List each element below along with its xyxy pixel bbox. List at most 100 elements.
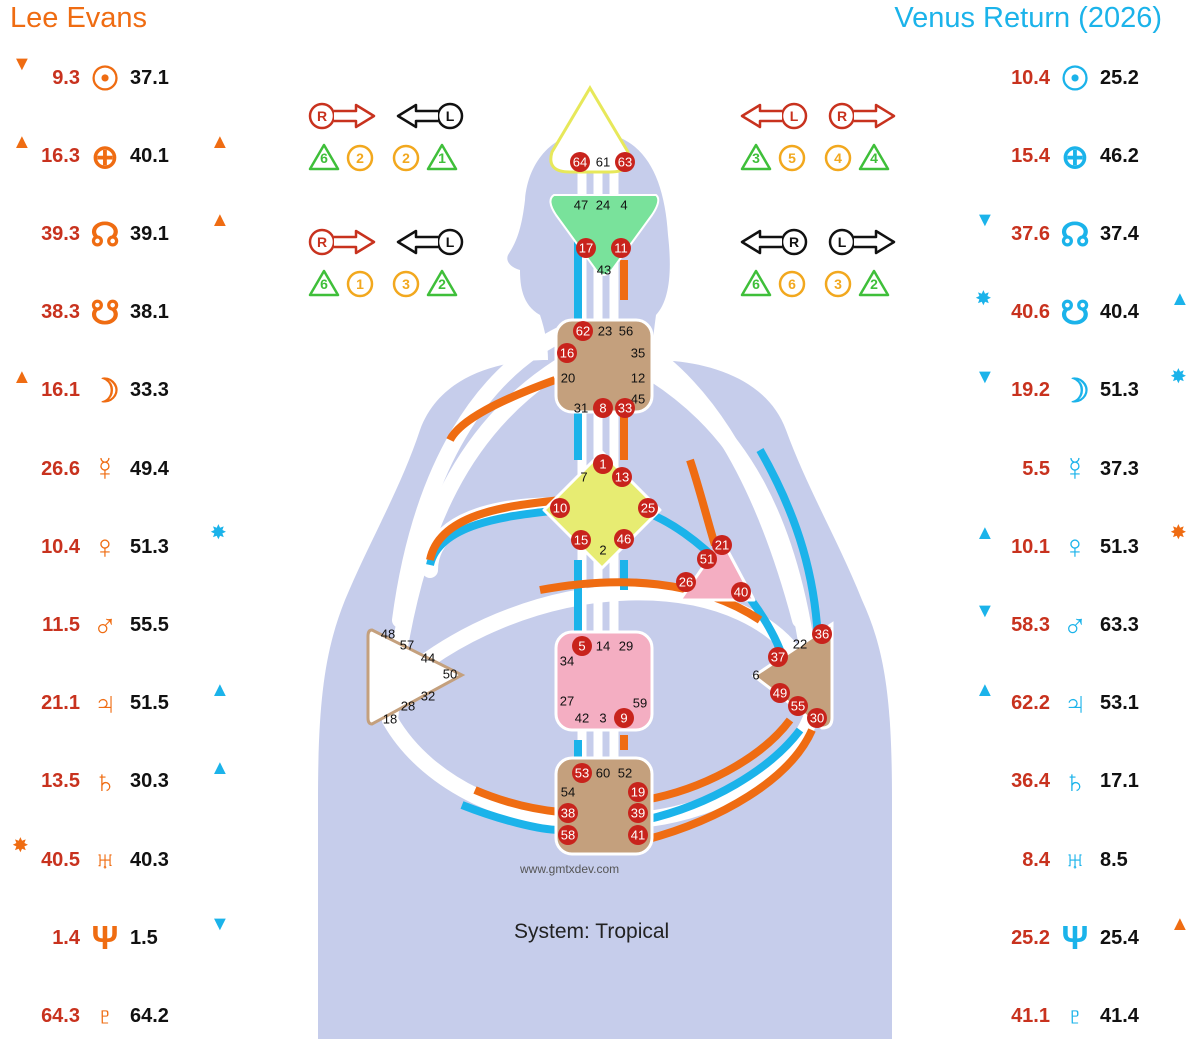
arrow-left-icon: L	[396, 102, 464, 130]
gate-line-a: 9.3	[52, 66, 80, 89]
gate-line-a: 16.3	[41, 144, 80, 167]
svg-text:1: 1	[356, 276, 364, 292]
triangle-badge-icon: 2	[858, 269, 890, 297]
svg-text:2: 2	[438, 276, 446, 292]
gate-line-a: 25.2	[1011, 926, 1050, 949]
gate-highlight	[611, 238, 631, 258]
gate-64: 64	[573, 155, 587, 170]
gate-line-b: 38.1	[130, 301, 169, 324]
circle-badge-icon: 5	[778, 144, 806, 172]
gate-line-b: 49.4	[130, 457, 169, 480]
earth-icon: ⊕	[1061, 137, 1089, 175]
gate-46: 46	[617, 532, 631, 547]
gate-line-b: 55.5	[130, 613, 169, 636]
triangle-badge-icon: 3	[740, 143, 772, 171]
gate-60: 60	[596, 766, 610, 781]
svg-text:6: 6	[320, 150, 328, 166]
gate-13: 13	[615, 470, 629, 485]
arrow-left-icon: L	[740, 102, 808, 130]
svg-text:3: 3	[402, 276, 410, 292]
mars-icon: ♂	[92, 606, 118, 644]
svg-text:L: L	[446, 108, 455, 124]
gate-highlight	[628, 782, 648, 802]
gate-highlight	[572, 636, 592, 656]
planet-row: 36.4♄17.1	[1000, 762, 1139, 802]
svg-text:L: L	[838, 234, 847, 250]
arrow-right-icon: R	[308, 228, 376, 256]
gate-32: 32	[421, 689, 435, 704]
exaltation-mark-icon: ✸	[210, 522, 227, 545]
gate-line-b: 51.3	[1100, 379, 1139, 402]
gate-line-b: 17.1	[1100, 770, 1139, 793]
gate-highlight	[614, 529, 634, 549]
gate-highlight	[557, 343, 577, 363]
sacral-center	[554, 630, 654, 732]
gate-line-b: 37.3	[1100, 457, 1139, 480]
gate-28: 28	[401, 699, 415, 714]
gate-10: 10	[553, 501, 567, 516]
gate-highlight	[572, 763, 592, 783]
svg-text:4: 4	[834, 150, 842, 166]
gate-57: 57	[400, 638, 414, 653]
gate-58: 58	[561, 828, 575, 843]
gate-55: 55	[791, 699, 805, 714]
gate-34: 34	[560, 654, 574, 669]
gate-31: 31	[574, 401, 588, 416]
gate-highlight	[770, 683, 790, 703]
gate-line-b: 1.5	[130, 926, 158, 949]
triangle-badge-icon: 6	[740, 269, 772, 297]
south-node-icon: ☋	[90, 294, 120, 332]
planet-row: 64.3♇64.2	[0, 996, 169, 1036]
gate-line-a: 62.2	[1011, 692, 1050, 715]
gate-highlight	[676, 572, 696, 592]
gate-11: 11	[614, 241, 628, 256]
gate-50: 50	[443, 667, 457, 682]
gate-highlight	[628, 803, 648, 823]
right-chart-name: Venus Return (2026)	[894, 2, 1162, 34]
gate-39: 39	[631, 806, 645, 821]
planet-row: 21.1♃51.5	[0, 684, 169, 724]
gate-52: 52	[618, 766, 632, 781]
gate-line-b: 37.4	[1100, 222, 1139, 245]
gate-line-a: 10.4	[41, 535, 80, 558]
gate-7: 7	[580, 470, 587, 485]
exaltation-mark-icon: ▲	[210, 131, 230, 154]
mars-icon: ♂	[1062, 606, 1088, 644]
gate-line-a: 1.4	[52, 926, 80, 949]
gate-line-a: 37.6	[1011, 222, 1050, 245]
gate-45: 45	[631, 392, 645, 407]
svg-text:R: R	[317, 234, 327, 250]
left-chart-name: Lee Evans	[10, 2, 148, 34]
planet-row: 10.4♀51.3	[0, 527, 169, 567]
gate-line-a: 8.4	[1022, 848, 1050, 871]
gate-48: 48	[381, 627, 395, 642]
gate-line-a: 64.3	[41, 1004, 80, 1027]
gate-53: 53	[575, 766, 589, 781]
gate-5: 5	[578, 639, 585, 654]
svg-text:3: 3	[752, 150, 760, 166]
gate-9: 9	[620, 711, 627, 726]
gate-line-b: 30.3	[130, 770, 169, 793]
gate-line-b: 64.2	[130, 1004, 169, 1027]
circle-badge-icon: 6	[778, 270, 806, 298]
planet-row: 58.3♂63.3	[1000, 605, 1139, 645]
gate-19: 19	[631, 785, 645, 800]
credit-text: www.gmtxdev.com	[520, 862, 620, 876]
gate-20: 20	[561, 371, 575, 386]
gate-line-a: 16.1	[41, 379, 80, 402]
gate-35: 35	[631, 346, 645, 361]
saturn-icon: ♄	[1062, 762, 1088, 800]
gate-highlight	[812, 624, 832, 644]
exaltation-mark-icon: ✸	[1170, 522, 1187, 545]
gate-4: 4	[620, 198, 627, 213]
gate-line-b: 40.4	[1100, 301, 1139, 324]
north-node-icon: ☊	[1060, 215, 1090, 253]
svg-text:5: 5	[788, 150, 796, 166]
exaltation-mark-icon: ▼	[975, 209, 995, 232]
moon-icon: ☽	[90, 372, 120, 410]
exaltation-mark-icon: ▲	[210, 756, 230, 779]
planet-row: 40.6☋40.4	[1000, 293, 1139, 333]
